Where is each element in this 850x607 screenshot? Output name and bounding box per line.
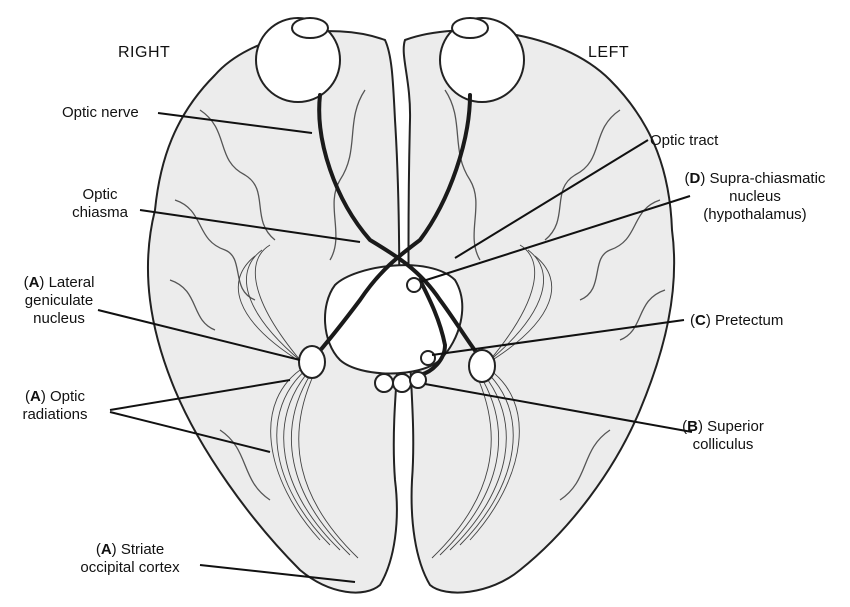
label-lgn: (A) Lateral geniculate nucleus [4, 274, 114, 328]
label-scn-line3: (hypothalamus) [703, 206, 807, 223]
label-radiations-letter: A [29, 388, 41, 405]
leader-pretectum [431, 319, 685, 356]
leader-lines [97, 112, 693, 583]
leader-scn [419, 195, 691, 283]
label-lgn-line3: nucleus [33, 310, 85, 327]
label-colliculus-letter: B [687, 418, 698, 435]
label-optic-tract: Optic tract [650, 132, 719, 149]
label-radiations-line1: ) Optic [40, 388, 86, 405]
label-pretectum-letter: C [695, 312, 706, 329]
colliculus-node-1 [374, 373, 394, 393]
leader-colliculus [424, 383, 693, 433]
header-right: RIGHT [118, 44, 171, 61]
label-optic-nerve: Optic nerve [62, 104, 139, 121]
label-pretectum-text: ) Pretectum [705, 312, 784, 329]
leader-optic-nerve [157, 112, 313, 134]
leader-lgn [97, 309, 301, 361]
colliculus-node-2 [392, 373, 412, 393]
label-scn-line1: ) Supra-chiasmatic [700, 170, 826, 187]
leader-optic-tract [454, 139, 649, 259]
scn-node [406, 277, 422, 293]
label-lgn-line2: geniculate [24, 292, 94, 309]
label-superior-colliculus: (B) Superior colliculus [668, 418, 778, 454]
leader-radiations-1 [109, 379, 291, 411]
label-colliculus-line1: ) Superior [697, 418, 764, 435]
lgn-right [298, 345, 326, 379]
label-optic-chiasma-line1: Optic [82, 186, 118, 203]
label-scn-line2: nucleus [729, 188, 781, 205]
leader-radiations-2 [109, 411, 271, 453]
label-striate-line2: occipital cortex [80, 559, 180, 576]
header-left: LEFT [588, 44, 630, 61]
label-pretectum: (C) Pretectum [690, 312, 784, 329]
label-optic-chiasma-line2: chiasma [72, 204, 128, 221]
colliculus-node-3 [409, 371, 427, 389]
nuclei [298, 277, 496, 393]
leader-optic-chiasma [139, 209, 361, 243]
label-optic-chiasma: Optic chiasma [60, 186, 140, 222]
label-lgn-letter: A [28, 274, 40, 291]
label-scn: (D) Supra-chiasmatic nucleus (hypothalam… [670, 170, 840, 224]
optic-radiations-right [237, 244, 359, 559]
pretectum-node [420, 350, 436, 366]
label-optic-radiations: (A) Optic radiations [0, 388, 110, 424]
leader-striate [199, 564, 356, 583]
label-scn-letter: D [689, 170, 701, 187]
label-striate-letter: A [100, 541, 112, 558]
label-striate-line1: ) Striate [111, 541, 165, 558]
label-lgn-line1: ) Lateral [39, 274, 95, 291]
label-striate-cortex: (A) Striate occipital cortex [60, 541, 200, 577]
lgn-left [468, 349, 496, 383]
label-colliculus-line2: colliculus [692, 436, 754, 453]
eye-left [439, 17, 525, 103]
label-radiations-line2: radiations [22, 406, 88, 423]
eye-right [255, 17, 341, 103]
cortex-gyri [169, 89, 666, 501]
visual-pathway [310, 93, 484, 377]
